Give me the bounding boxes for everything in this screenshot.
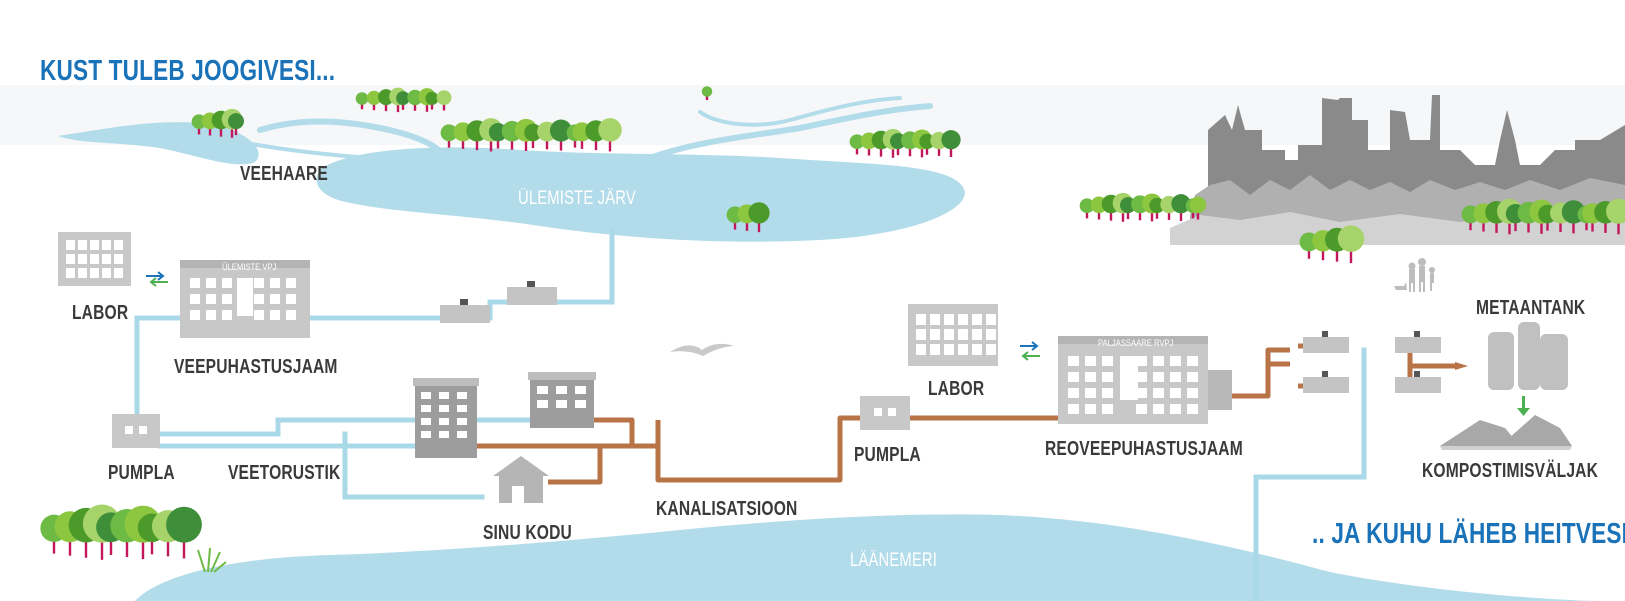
label-pumpla-left: PUMPLA xyxy=(108,462,175,484)
sewage-pipes xyxy=(475,343,1455,485)
label-veepuhastusjaam: VEEPUHASTUSJAAM xyxy=(174,356,338,378)
baltic-sea xyxy=(135,514,1600,601)
title-top: KUST TULEB JOOGIVESI... xyxy=(40,55,336,87)
paljassaare-rvpj-name: PALJASSAARE RVPJ xyxy=(1098,338,1174,348)
clean-tanks xyxy=(440,281,557,323)
sewage-tanks xyxy=(1303,331,1468,393)
ulemiste-lake xyxy=(316,147,966,242)
label-metaantank: METAANTANK xyxy=(1476,297,1586,319)
label-labor-left: LABOR xyxy=(72,302,129,324)
label-kanalisatsioon: KANALISATSIOON xyxy=(656,498,798,520)
label-laanemeri: LÄÄNEMERI xyxy=(850,550,938,571)
bird xyxy=(670,343,734,356)
veehaare-water xyxy=(58,122,259,165)
label-kompostimisvaljak: KOMPOSTIMISVÄLJAK xyxy=(1422,460,1598,482)
label-labor-right: LABOR xyxy=(928,378,985,400)
buildings xyxy=(58,232,1232,503)
ulemiste-vpj-name: ÜLEMISTE VPJ xyxy=(222,262,277,272)
clean-water-pipes xyxy=(134,229,1367,601)
exchange-arrows xyxy=(146,271,1040,361)
label-ulemiste-jarv: ÜLEMISTE JÄRV xyxy=(518,188,636,209)
label-veehaare: VEEHAARE xyxy=(240,163,328,185)
reeds xyxy=(197,547,227,573)
compost-heaps xyxy=(1440,415,1572,450)
streams xyxy=(228,96,933,168)
label-pumpla-mid: PUMPLA xyxy=(854,444,921,466)
label-reoveepuhastusjaam: REOVEEPUHASTUSJAAM xyxy=(1045,438,1243,460)
label-veetorustik: VEETORUSTIK xyxy=(228,462,341,484)
title-bottom: .. JA KUHU LÄHEB HEITVESI? xyxy=(1312,518,1625,550)
label-sinu-kodu: SINU KODU xyxy=(483,522,572,544)
tree-groves xyxy=(40,86,1625,560)
methane-tanks xyxy=(1488,322,1568,416)
people-silhouettes xyxy=(1394,258,1435,292)
